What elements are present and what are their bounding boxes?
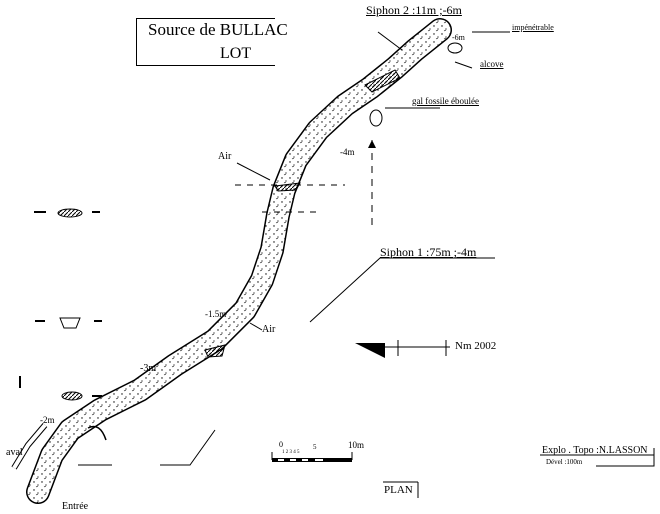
north-label: Nm 2002: [455, 340, 497, 352]
depth-15-label: -1.5m: [205, 309, 227, 319]
north-arrow-icon: [355, 343, 385, 358]
gal-fossile-label: gal fossile éboulée: [412, 96, 479, 106]
depth-6-label: -6m: [452, 33, 465, 42]
depth-4-label: -4m: [340, 147, 355, 157]
title-box: [136, 18, 275, 66]
plan-label: PLAN: [384, 484, 413, 496]
entree-label: Entrée: [62, 501, 89, 512]
alcove-label: alcove: [480, 59, 504, 69]
cave-name: Source de BULLAC: [148, 20, 288, 39]
depth-2-label: -2m: [40, 415, 55, 425]
siphon1-label: Siphon 1 :75m ;-4m: [380, 245, 477, 259]
impenetrable-label: impénétrable: [512, 23, 554, 32]
leader-lines: [78, 31, 510, 466]
air-label-1: Air: [218, 151, 232, 162]
scale-ten: 10m: [348, 440, 365, 450]
scale-bar: [271, 452, 353, 462]
scale-zero: 0: [279, 440, 283, 449]
air-label-2: Air: [262, 324, 276, 335]
siphon2-label: Siphon 2 :11m ;-6m: [366, 3, 462, 17]
cross-sections: [19, 140, 376, 401]
aval-label: aval: [6, 447, 23, 458]
author-credit: Explo . Topo :N.LASSON: [542, 445, 648, 456]
development-length: Dével :100m: [546, 458, 583, 466]
scale-ticks: 1 2 3 4 5: [282, 450, 300, 455]
region-name: LOT: [220, 45, 252, 62]
scale-five: 5: [313, 443, 317, 451]
cave-passage: [11, 18, 463, 504]
depth-3-label: -3m: [140, 363, 157, 374]
